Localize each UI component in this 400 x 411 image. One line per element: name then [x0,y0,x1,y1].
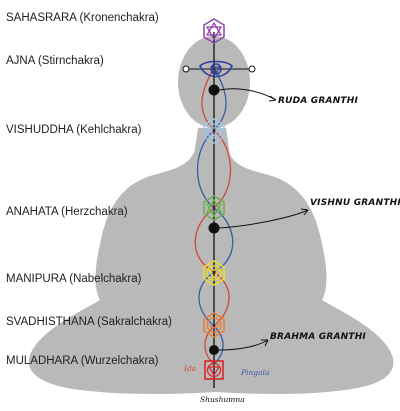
vishuddha-chakra-icon [203,118,225,144]
vishnu-granthi-arrowhead [300,208,309,216]
rudra-granthi-knot [208,84,220,96]
anahata-chakra-icon [203,195,225,221]
nadi-label-pingala: Pingala [241,368,270,377]
brahma-granthi-arrowhead [261,339,269,347]
vishnu-granthi-pointer [218,209,309,229]
chakra-label-manipura: MANIPURA (Nabelchakra) [6,273,142,285]
chakra-label-ajna: AJNA (Stirnchakra) [6,55,104,67]
granthi-label-rudra: RUDA GRANTHI [278,96,359,106]
svadhisthana-chakra-icon [203,312,225,338]
ajna-chakra-icon [199,60,233,78]
chakra-label-muladhara: MULADHARA (Wurzelchakra) [6,355,159,367]
brahma-granthi-pointer [218,339,269,351]
sahasrara-chakra-icon [203,18,225,44]
manipura-chakra-icon [203,260,225,286]
muladhara-chakra-icon [204,360,224,380]
chakra-label-vishuddha: VISHUDDHA (Kehlchakra) [6,124,142,136]
chakra-label-svadhisthana: SVADHISTHANA (Sakralchakra) [6,316,172,328]
brahma-granthi-knot [209,345,219,355]
granthi-label-vishnu: VISHNU GRANTHI [310,198,400,208]
granthi-label-brahma: BRAHMA GRANTHI [270,332,366,342]
nadi-label-ida: Ida [184,364,197,373]
vishnu-granthi-knot [208,222,220,234]
nadi-label-sushumna: Shushumna [200,395,245,404]
rudra-granthi-arrowhead [268,95,277,102]
chakra-label-sahasrara: SAHASRARA (Kronenchakra) [6,12,159,24]
chakra-label-anahata: ANAHATA (Herzchakra) [6,206,128,218]
